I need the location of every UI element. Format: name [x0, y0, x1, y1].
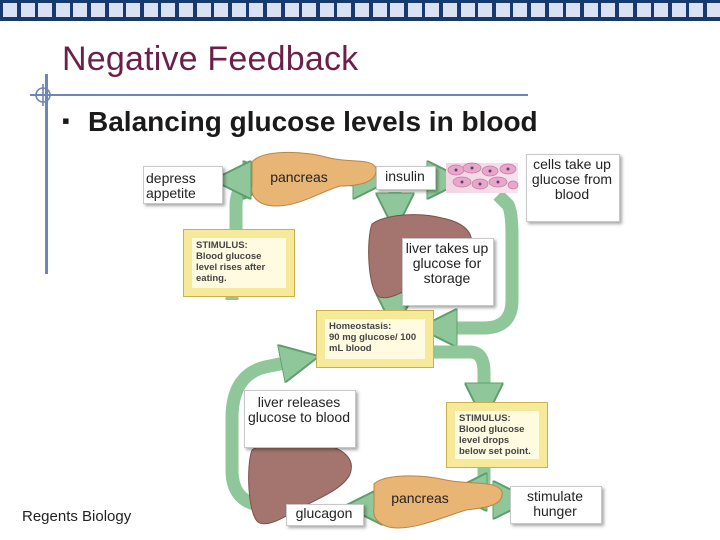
- header-square: [548, 3, 563, 17]
- footer-text: Regents Biology: [22, 508, 132, 525]
- header-square: [108, 3, 123, 17]
- header-square: [267, 3, 281, 17]
- header-square: [55, 3, 70, 17]
- glucagon-box: [286, 504, 364, 526]
- pancreas-top-image: [251, 151, 377, 207]
- header-square: [284, 3, 299, 17]
- stimulus-high-text: Blood glucose level rises after eating.: [196, 251, 266, 284]
- crosshair-icon: [32, 84, 54, 106]
- insulin-label: insulin: [385, 168, 425, 184]
- homeostasis-heading: Homeostasis:: [329, 321, 392, 332]
- stimulus-low-text: Blood glucose level drops below set poin…: [459, 424, 531, 457]
- stimulus-low-box: STIMULUS: Blood glucose level drops belo…: [446, 402, 548, 468]
- header-square: [3, 3, 17, 17]
- header-square: [179, 3, 193, 17]
- header-square: [390, 3, 405, 17]
- header-square: [91, 3, 105, 17]
- liver-storage-label: liver takes up glucose for storage: [405, 240, 489, 286]
- header-bar: [0, 0, 720, 21]
- depress-appetite-box: [143, 166, 223, 204]
- header-square: [196, 3, 211, 17]
- header-square: [619, 3, 633, 17]
- header-square: [654, 3, 669, 17]
- header-square: [38, 3, 53, 17]
- arrow-homeostasis-to-stimulus-low: [432, 345, 484, 402]
- header-square: [407, 3, 422, 17]
- header-square: [636, 3, 651, 17]
- header-square: [671, 3, 686, 17]
- slide-title: Negative Feedback: [62, 40, 359, 78]
- pancreas-top-label: pancreas: [270, 169, 328, 185]
- header-square: [20, 3, 35, 17]
- header-square: [689, 3, 704, 17]
- header-square: [73, 3, 88, 17]
- header-square: [601, 3, 616, 17]
- header-square: [302, 3, 317, 17]
- liver-releases-box: [244, 390, 356, 448]
- liver-storage-box: [402, 238, 494, 306]
- vertical-rule: [45, 74, 48, 274]
- horizontal-rule: [30, 94, 528, 96]
- liver-releases-label: liver releases glucose to blood: [248, 394, 350, 425]
- header-square: [319, 3, 334, 17]
- depress-appetite-label: depress appetite: [146, 170, 196, 201]
- arrow-right-descending: [438, 190, 519, 328]
- header-square: [707, 3, 720, 17]
- header-square: [460, 3, 475, 17]
- header-square: [478, 3, 493, 17]
- stimulus-high-box: STIMULUS: Blood glucose level rises afte…: [183, 229, 295, 297]
- stimulus-low-heading: STIMULUS:: [459, 413, 511, 424]
- glucagon-label: glucagon: [295, 505, 353, 521]
- header-square: [372, 3, 387, 17]
- header-square: [495, 3, 510, 17]
- homeostasis-text: 90 mg glucose/ 100 mL blood: [329, 332, 417, 354]
- header-square: [126, 3, 141, 17]
- header-square: [583, 3, 598, 17]
- header-square: [231, 3, 246, 17]
- bullet-icon: ▪: [62, 108, 70, 133]
- homeostasis-box: Homeostasis: 90 mg glucose/ 100 mL blood: [316, 310, 434, 368]
- stimulus-high-heading: STIMULUS:: [196, 240, 248, 251]
- header-square: [443, 3, 457, 17]
- header-square: [531, 3, 545, 17]
- header-square: [355, 3, 369, 17]
- header-square: [214, 3, 229, 17]
- pancreas-bottom-label: pancreas: [391, 490, 449, 506]
- cells-take-up-label: cells take up glucose from blood: [531, 156, 613, 202]
- pancreas-bottom-image: [373, 475, 503, 529]
- stimulate-hunger-label: stimulate hunger: [526, 488, 584, 519]
- cells-take-up-box: [526, 154, 620, 222]
- insulin-box: [376, 166, 436, 190]
- header-square: [143, 3, 158, 17]
- slide-bullet-text: Balancing glucose levels in blood: [88, 106, 538, 137]
- stimulate-hunger-box: [510, 486, 602, 524]
- cells-image: [446, 162, 519, 193]
- header-square: [513, 3, 528, 17]
- header-square: [249, 3, 264, 17]
- header-square: [337, 3, 352, 17]
- header-square: [161, 3, 176, 17]
- header-square: [425, 3, 440, 17]
- header-square: [566, 3, 581, 17]
